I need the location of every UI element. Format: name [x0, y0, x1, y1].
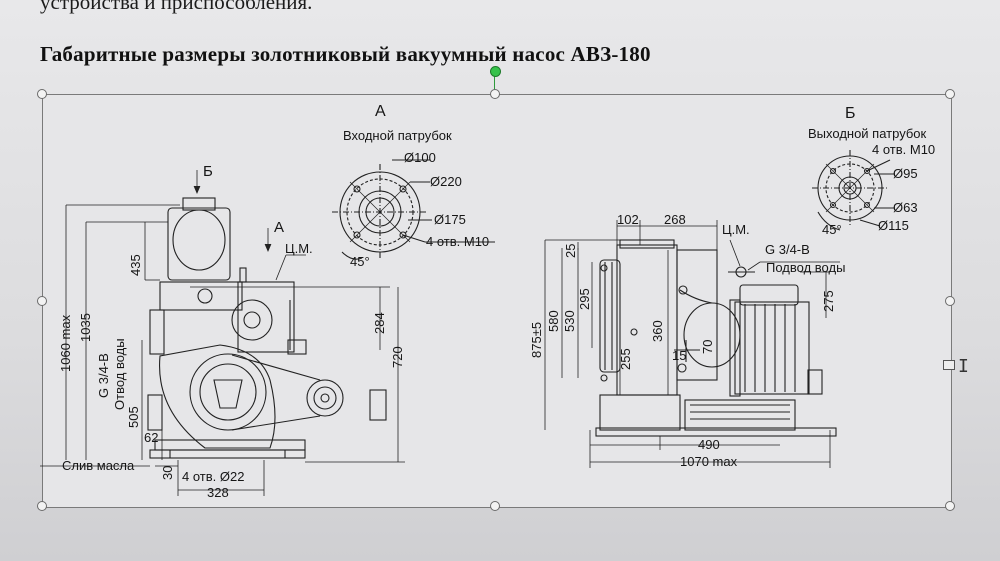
dim-875: 875±5: [529, 322, 544, 358]
left-cm-label: Ц.М.: [285, 241, 313, 256]
mount-holes-label: 4 отв. Ø22: [182, 469, 244, 484]
dim-720: 720: [390, 346, 405, 368]
water-outlet-label: Отвод воды: [112, 338, 127, 410]
resize-handle-bottom-right[interactable]: [945, 501, 955, 511]
dim-360: 360: [650, 320, 665, 342]
right-view-dimension-lines: [544, 220, 840, 468]
dim-328: 328: [207, 485, 229, 500]
resize-handle-right[interactable]: [945, 296, 955, 306]
dim-1035: 1035: [78, 313, 93, 342]
flange-b-holes: 4 отв. М10: [872, 142, 935, 157]
dim-30: 30: [160, 466, 175, 480]
flange-a-dim-100: Ø100: [404, 150, 436, 165]
dim-1070-max: 1070 max: [680, 454, 738, 469]
pump-side-view: [147, 197, 387, 459]
layout-options-icon[interactable]: [943, 360, 955, 370]
dim-1060-max: 1060 max: [58, 314, 73, 372]
resize-handle-left[interactable]: [37, 296, 47, 306]
dim-268: 268: [664, 212, 686, 227]
flange-a-dim-175: Ø175: [434, 212, 466, 227]
section-arrow-b: Б: [203, 163, 213, 180]
rotate-handle-stem: [494, 75, 495, 95]
pump-front-view: [595, 239, 837, 437]
dim-580: 580: [546, 310, 561, 332]
dim-435: 435: [128, 254, 143, 276]
text-cursor-icon: I: [958, 356, 969, 377]
left-view-dimension-lines: [40, 170, 405, 496]
dim-295: 295: [577, 288, 592, 310]
view-b-title: Выходной патрубок: [808, 126, 927, 141]
flange-a-angle: 45°: [350, 254, 370, 269]
water-inlet-label: Подвод воды: [766, 260, 845, 275]
left-water-thread: G 3/4-В: [96, 353, 111, 398]
dim-530: 530: [562, 310, 577, 332]
resize-handle-top-left[interactable]: [37, 89, 47, 99]
flange-b-angle: 45°: [822, 222, 842, 237]
dim-102: 102: [617, 212, 639, 227]
document-text-line: устройства и приспособления.: [40, 0, 313, 14]
flange-b-drawing: [812, 150, 895, 231]
rotate-handle[interactable]: [490, 66, 501, 77]
flange-a-drawing: [332, 159, 495, 260]
flange-a-dim-220: Ø220: [430, 174, 462, 189]
dim-15: 15: [672, 348, 686, 363]
dim-275: 275: [821, 290, 836, 312]
dim-62: 62: [144, 430, 158, 445]
flange-b-dim-95: Ø95: [893, 166, 918, 181]
flange-b-dim-115: Ø115: [878, 218, 909, 233]
view-a-title: Входной патрубок: [343, 128, 452, 143]
dim-284: 284: [372, 312, 387, 334]
oil-drain-label: Слив масла: [62, 458, 135, 473]
resize-handle-bottom[interactable]: [490, 501, 500, 511]
right-cm-label: Ц.М.: [722, 222, 750, 237]
view-a-letter: А: [375, 103, 386, 120]
resize-handle-bottom-left[interactable]: [37, 501, 47, 511]
resize-handle-top[interactable]: [490, 89, 500, 99]
flange-b-dim-63: Ø63: [893, 200, 918, 215]
right-water-thread: G 3/4-В: [765, 242, 810, 257]
dim-490: 490: [698, 437, 720, 452]
dim-255: 255: [618, 348, 633, 370]
flange-a-holes: 4 отв. М10: [426, 234, 489, 249]
dim-25: 25: [563, 244, 578, 258]
resize-handle-top-right[interactable]: [945, 89, 955, 99]
dim-70: 70: [700, 340, 715, 354]
view-b-letter: Б: [845, 105, 856, 122]
dim-505: 505: [126, 406, 141, 428]
section-arrow-a: А: [274, 219, 284, 236]
document-heading: Габаритные размеры золотниковый вакуумны…: [40, 42, 651, 66]
